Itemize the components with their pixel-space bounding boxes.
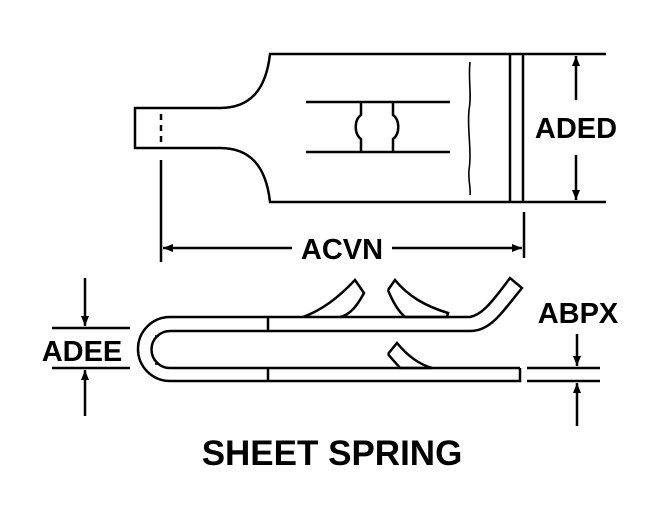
diagram-title: SHEET SPRING <box>202 434 463 473</box>
slot-right-wave <box>391 102 400 152</box>
spring-tab-3 <box>387 341 433 370</box>
abpx-label: ABPX <box>538 298 619 330</box>
slot-left-wave <box>354 102 363 152</box>
spring-tab-2 <box>386 277 450 319</box>
top-view <box>133 52 606 204</box>
dimension-thickness: ABPX <box>527 298 619 426</box>
side-view <box>136 276 524 383</box>
dimension-width: ADED <box>535 56 617 200</box>
acvn-label: ACVN <box>301 234 383 266</box>
dimension-length: ACVN <box>159 160 526 266</box>
spring-inner-outline <box>150 329 520 370</box>
spring-outer-outline <box>136 315 522 383</box>
spring-bent-end <box>469 276 524 333</box>
dimension-opening: ADEE <box>42 278 130 416</box>
top-view-outline <box>133 52 606 204</box>
adee-label: ADEE <box>42 336 123 368</box>
aded-label: ADED <box>535 113 617 145</box>
spring-tab-1 <box>302 278 366 319</box>
break-line <box>467 61 472 196</box>
